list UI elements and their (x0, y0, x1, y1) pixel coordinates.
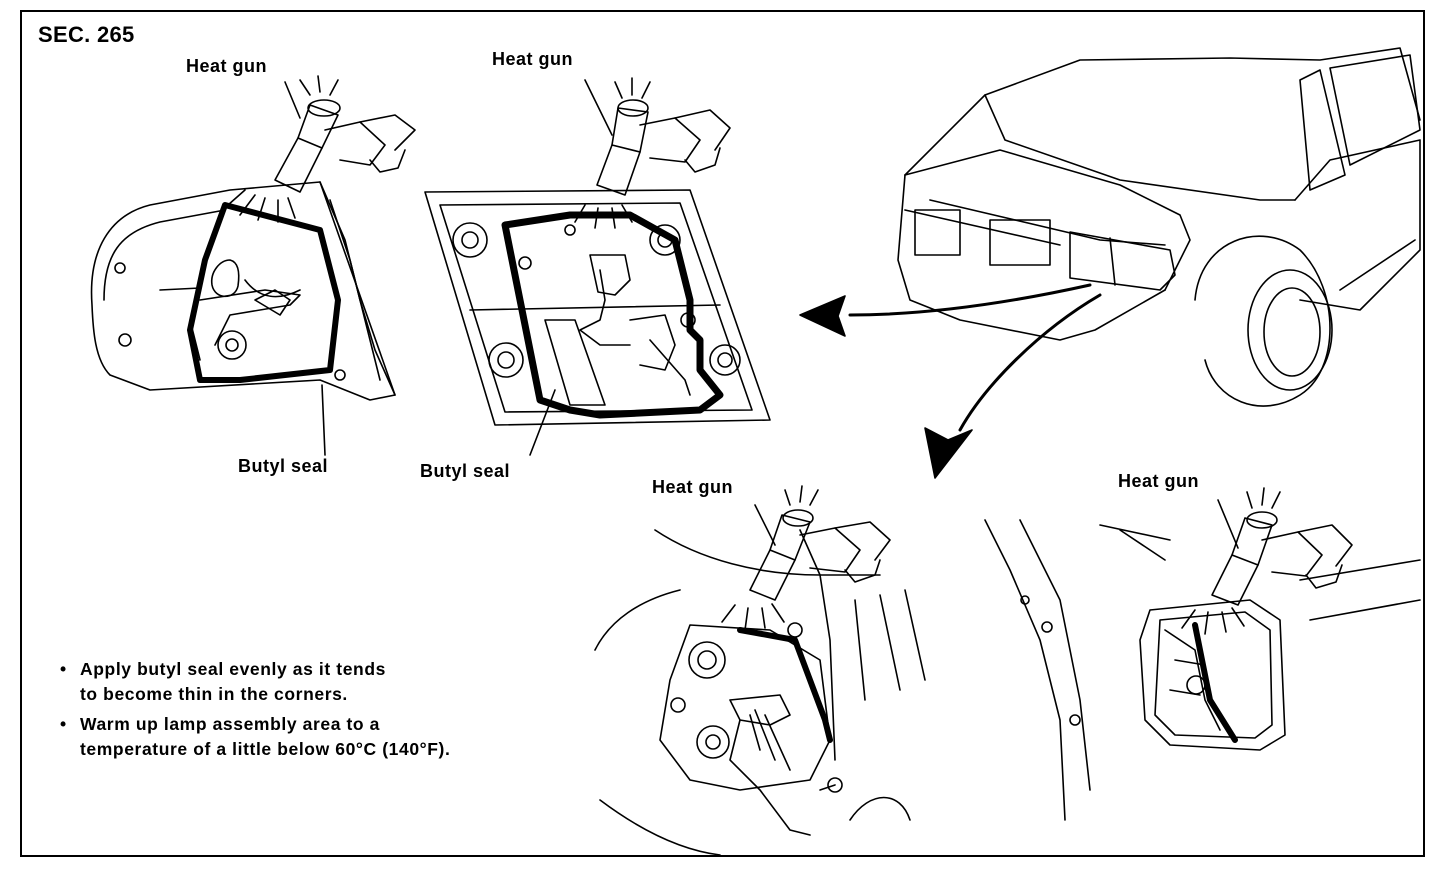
diagram-frame (20, 10, 1425, 857)
section-number: SEC. 265 (38, 22, 135, 47)
note-bullet: • (60, 659, 67, 679)
note-1: • Apply butyl seal evenly as it tends to… (60, 657, 386, 707)
heat-gun-label-3: Heat gun (652, 477, 734, 497)
tail-lamp-side-view (90, 181, 396, 456)
heat-gun-4 (1181, 487, 1353, 635)
heat-gun-label-4: Heat gun (1118, 471, 1200, 491)
heat-gun-3 (721, 485, 891, 631)
heat-gun-1 (227, 75, 416, 223)
tail-lamp-front-view (424, 189, 771, 456)
butyl-seal-label-2: Butyl seal (420, 461, 511, 481)
heat-gun-label-2: Heat gun (492, 49, 574, 69)
note-2: • Warm up lamp assembly area to a temper… (60, 712, 451, 762)
heat-gun-label-1: Heat gun (186, 56, 268, 76)
note-line: Apply butyl seal evenly as it tends (80, 659, 386, 679)
butyl-seal-label-1: Butyl seal (238, 456, 329, 476)
note-bullet: • (60, 714, 67, 734)
heat-gun-2 (574, 77, 731, 229)
note-line: to become thin in the corners. (80, 684, 348, 704)
note-line: Warm up lamp assembly area to a (80, 714, 381, 734)
note-line: temperature of a little below 60°C (140°… (80, 739, 451, 759)
arrow-lower (924, 293, 1102, 479)
car-rear-view (897, 47, 1421, 407)
lamp-installed-view-1 (594, 529, 926, 856)
lamp-installed-view-2 (984, 519, 1421, 821)
arrow-upper (799, 283, 1092, 337)
